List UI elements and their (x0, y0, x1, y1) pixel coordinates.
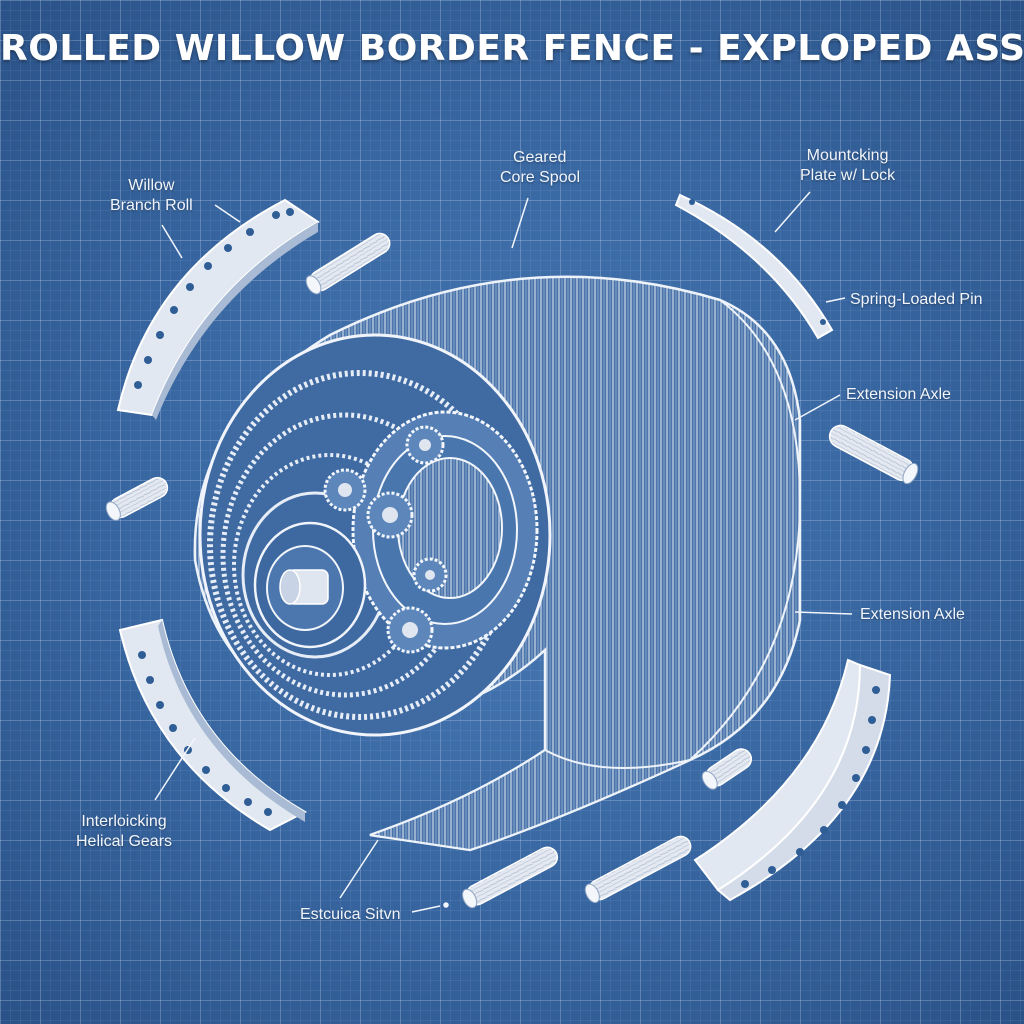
label-willow-branch-roll: Willow Branch Roll (110, 176, 193, 216)
label-mounting-plate: Mountcking Plate w/ Lock (800, 146, 895, 186)
leader-lines (154, 191, 853, 913)
pin-right (828, 424, 919, 485)
label-interlocking-gears: Interloicking Helical Gears (76, 812, 172, 852)
gear-4 (386, 606, 434, 654)
leader-bottom-label-dot (443, 902, 449, 908)
leader-bottom-label-arrow (411, 905, 441, 913)
pin-bottom-right (584, 835, 692, 904)
leader-willow-branch-roll (161, 224, 183, 259)
pin-bottom-middle (701, 748, 753, 790)
pin-top-left (305, 232, 391, 295)
curved-plate-bottom-left (118, 618, 308, 832)
curved-plate-top-right (674, 193, 834, 340)
gear-2 (366, 491, 414, 539)
label-extension-axle-upper: Extension Axle (846, 386, 951, 403)
label-willow-branch-roll-line-1: Willow (128, 177, 175, 194)
label-bottom-part: Estcuica Sitvn (300, 906, 401, 923)
label-interlocking-gears-line-2: Helical Gears (76, 833, 173, 850)
label-interlocking-gears-line-1: Interloicking (81, 813, 167, 830)
diagram-title: ROLLED WILLOW BORDER FENCE - EXPLOPED AS… (0, 28, 1024, 69)
gear-5 (412, 557, 448, 593)
leader-extension-axle-lower (794, 611, 853, 615)
interlocking-gears (323, 425, 448, 654)
label-willow-branch-roll-line-2: Branch Roll (110, 197, 193, 214)
leader-willow-branch-roll-2 (214, 204, 241, 223)
leader-mounting-plate (774, 191, 811, 233)
label-extension-axle-lower: Extension Axle (860, 606, 965, 623)
pin-bottom-left (462, 846, 559, 909)
leader-bottom-label (339, 839, 379, 899)
gear-3 (405, 425, 445, 465)
leader-interlocking-gears (154, 737, 196, 801)
pin-left (105, 476, 169, 521)
label-mounting-plate-line-2: Plate w/ Lock (800, 167, 896, 184)
label-geared-core-spool-line-1: Geared (513, 149, 567, 166)
label-geared-core-spool-line-2: Core Spool (500, 169, 581, 186)
central-hub (253, 521, 367, 649)
leader-extension-axle-upper (794, 394, 841, 421)
leader-spring-loaded-pin (825, 297, 846, 303)
curved-plate-top-left (116, 198, 320, 420)
label-spring-loaded-pin: Spring-Loaded Pin (850, 291, 983, 308)
curved-plate-bottom-right (693, 658, 892, 902)
label-mounting-plate-line-1: Mountcking (806, 147, 889, 164)
leader-geared-core-spool (511, 197, 529, 249)
gear-1 (323, 468, 367, 512)
label-geared-core-spool: Geared Core Spool (500, 148, 580, 188)
